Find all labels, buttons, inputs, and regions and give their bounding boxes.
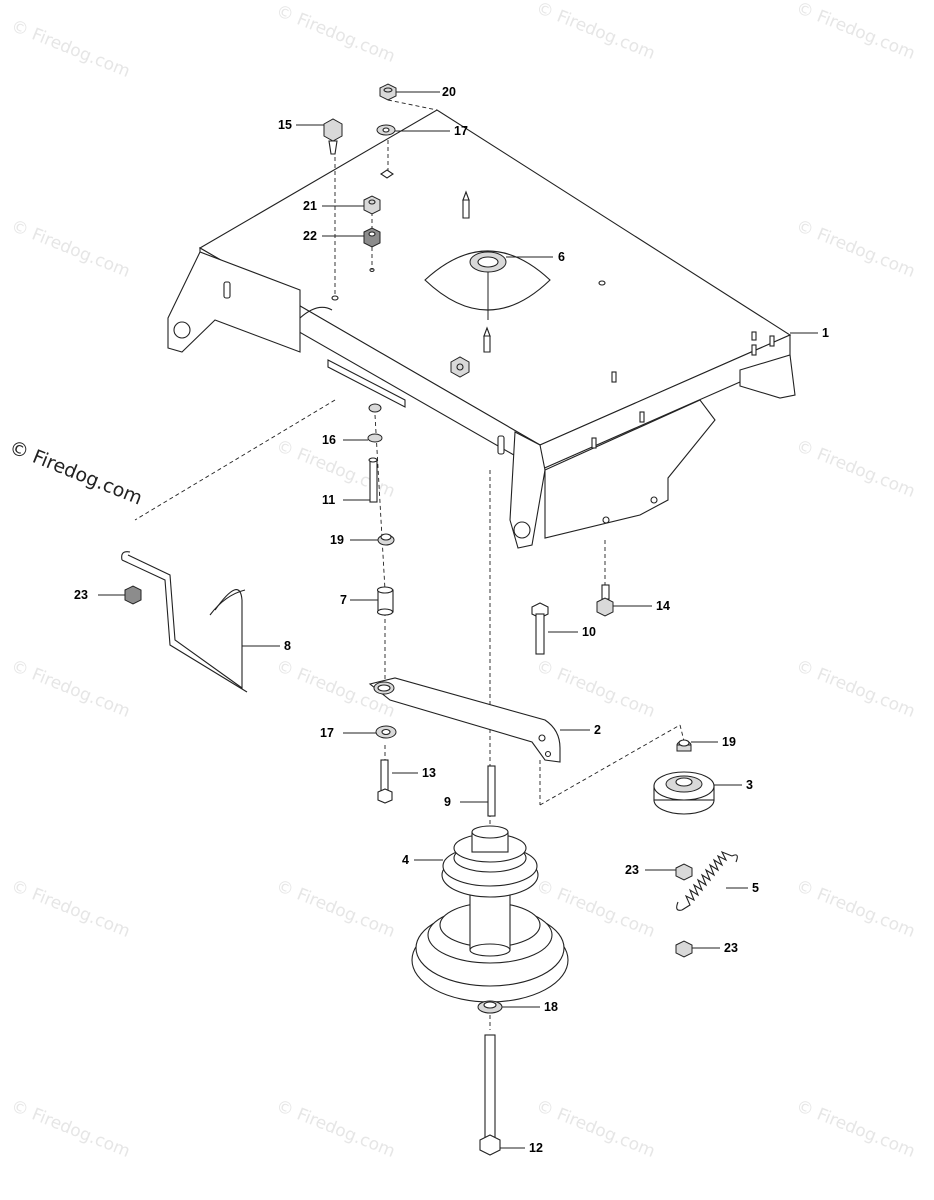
- spacer-19-right: [676, 739, 692, 752]
- nut-21: [363, 195, 381, 215]
- mounting-plate: [167, 109, 796, 549]
- bolt-15: [323, 118, 343, 155]
- watermark-text: © Firedog.com: [533, 0, 658, 64]
- bushing-19: [377, 533, 395, 546]
- pin-13: [377, 759, 393, 804]
- idler-arm-2: [368, 677, 561, 763]
- washer-17-lower: [375, 725, 397, 739]
- pulley-assembly: [411, 825, 569, 1003]
- callout-3: 3: [746, 778, 753, 792]
- callout-23: 23: [74, 588, 88, 602]
- callout-16: 16: [322, 433, 336, 447]
- watermark-text: © Firedog.com: [793, 0, 918, 64]
- callout-15: 15: [278, 118, 292, 132]
- callout-2: 2: [594, 723, 601, 737]
- callout-23: 23: [724, 941, 738, 955]
- watermark-text: © Firedog.com: [8, 1096, 133, 1162]
- callout-11: 11: [322, 493, 335, 507]
- watermark-text: © Firedog.com: [8, 216, 133, 282]
- watermark-text: © Firedog.com: [8, 656, 133, 722]
- callout-19: 19: [330, 533, 344, 547]
- callout-17: 17: [454, 124, 468, 138]
- bolt-10: [531, 602, 549, 655]
- callout-18: 18: [544, 1000, 558, 1014]
- callout-9: 9: [444, 795, 451, 809]
- nut-20: [379, 83, 397, 101]
- key-9: [487, 765, 496, 817]
- watermark-primary: © Firedog.com: [6, 436, 145, 509]
- watermark-text: © Firedog.com: [533, 656, 658, 722]
- bolt-12: [479, 1034, 501, 1156]
- nut-23-right-lower: [675, 940, 693, 958]
- callout-13: 13: [422, 766, 436, 780]
- spacer-7: [376, 586, 394, 616]
- callout-labels: 20 15 17 21 22 6 1 16 11 19 23 7 14 10 8…: [74, 85, 829, 1155]
- watermark-text: © Firedog.com: [793, 1096, 918, 1162]
- callout-5: 5: [752, 881, 759, 895]
- callout-7: 7: [340, 593, 347, 607]
- leader-lines: [98, 91, 818, 1149]
- callout-6: 6: [558, 250, 565, 264]
- watermark-text: © Firedog.com: [793, 436, 918, 502]
- watermark-text: © Firedog.com: [273, 876, 398, 942]
- alignment-lines: [134, 99, 686, 1030]
- bolt-14: [596, 584, 614, 617]
- watermark-text: © Firedog.com: [273, 1, 398, 67]
- watermark-text: © Firedog.com: [533, 1096, 658, 1162]
- washer-17-top: [376, 124, 396, 136]
- nut-22: [363, 227, 381, 273]
- square-plate: [380, 169, 394, 179]
- washer-18: [477, 1000, 503, 1014]
- callout-17: 17: [320, 726, 334, 740]
- callout-14: 14: [656, 599, 670, 613]
- callout-1: 1: [822, 326, 829, 340]
- watermark-text: © Firedog.com: [793, 876, 918, 942]
- spring-5: [676, 850, 738, 911]
- nut-23-left: [124, 585, 142, 605]
- idler-pulley-3: [653, 771, 715, 815]
- pin-11: [368, 457, 378, 503]
- watermark-text: © Firedog.com: [8, 16, 133, 82]
- wire-bracket-8: [121, 551, 248, 693]
- watermark-text: © Firedog.com: [793, 656, 918, 722]
- callout-10: 10: [582, 625, 596, 639]
- washer-16: [367, 403, 383, 443]
- callout-12: 12: [529, 1141, 543, 1155]
- watermark-text: © Firedog.com: [793, 216, 918, 282]
- nut-23-right-upper: [675, 863, 693, 881]
- callout-19: 19: [722, 735, 736, 749]
- bearing-dish: [424, 250, 551, 320]
- hole: [331, 295, 339, 301]
- callout-22: 22: [303, 229, 317, 243]
- watermark-text: © Firedog.com: [8, 876, 133, 942]
- callout-20: 20: [442, 85, 456, 99]
- callout-8: 8: [284, 639, 291, 653]
- callout-21: 21: [303, 199, 317, 213]
- callout-23: 23: [625, 863, 639, 877]
- callout-4: 4: [402, 853, 409, 867]
- watermark-text: © Firedog.com: [273, 1096, 398, 1162]
